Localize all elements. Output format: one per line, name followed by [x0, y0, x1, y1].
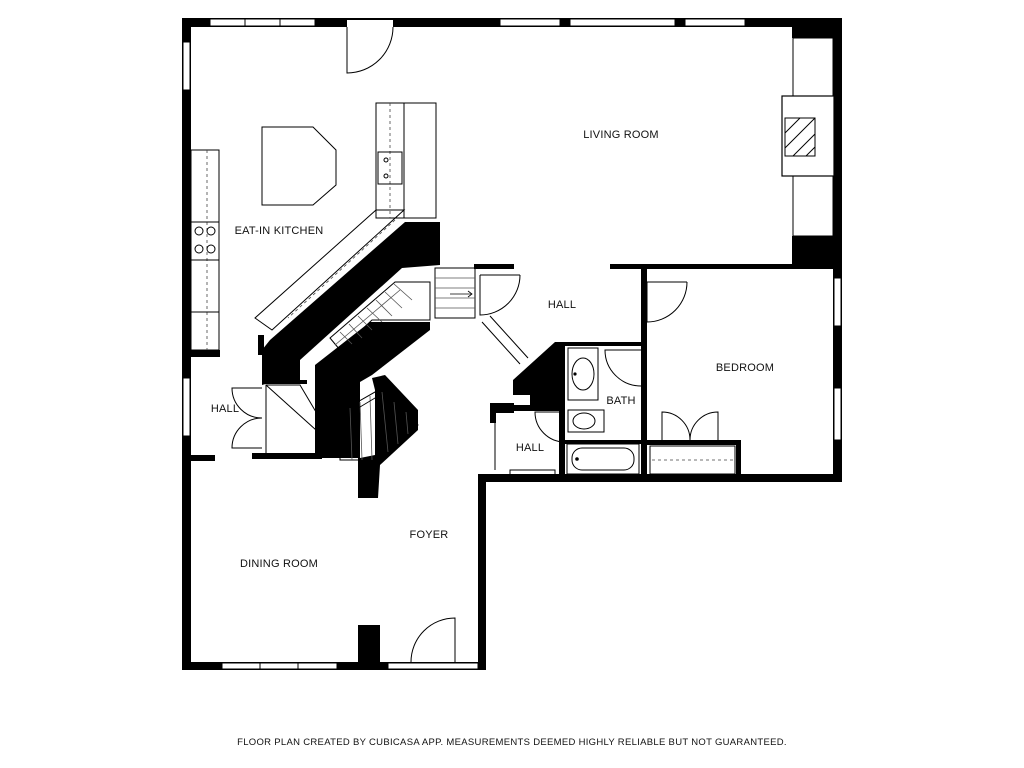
label-living-room: LIVING ROOM	[583, 129, 659, 141]
fireplace	[781, 18, 842, 266]
label-hall-upper: HALL	[548, 299, 576, 311]
label-eat-in-kitchen: EAT-IN KITCHEN	[235, 225, 324, 237]
label-foyer: FOYER	[410, 529, 449, 541]
label-bedroom: BEDROOM	[716, 362, 774, 374]
bath-fixtures	[566, 347, 640, 475]
label-hall-center: HALL	[516, 442, 544, 454]
kitchen-fixtures	[190, 102, 437, 353]
label-hall-left: HALL	[211, 403, 239, 415]
label-bath: BATH	[606, 395, 635, 407]
footer-disclaimer: FLOOR PLAN CREATED BY CUBICASA APP. MEAS…	[237, 737, 787, 748]
doors	[231, 20, 736, 663]
room-labels: LIVING ROOM EAT-IN KITCHEN HALL BEDROOM …	[211, 129, 774, 570]
interior-walls	[187, 222, 842, 670]
stairs	[265, 267, 476, 461]
windows	[182, 18, 842, 670]
label-dining-room: DINING ROOM	[240, 558, 318, 570]
